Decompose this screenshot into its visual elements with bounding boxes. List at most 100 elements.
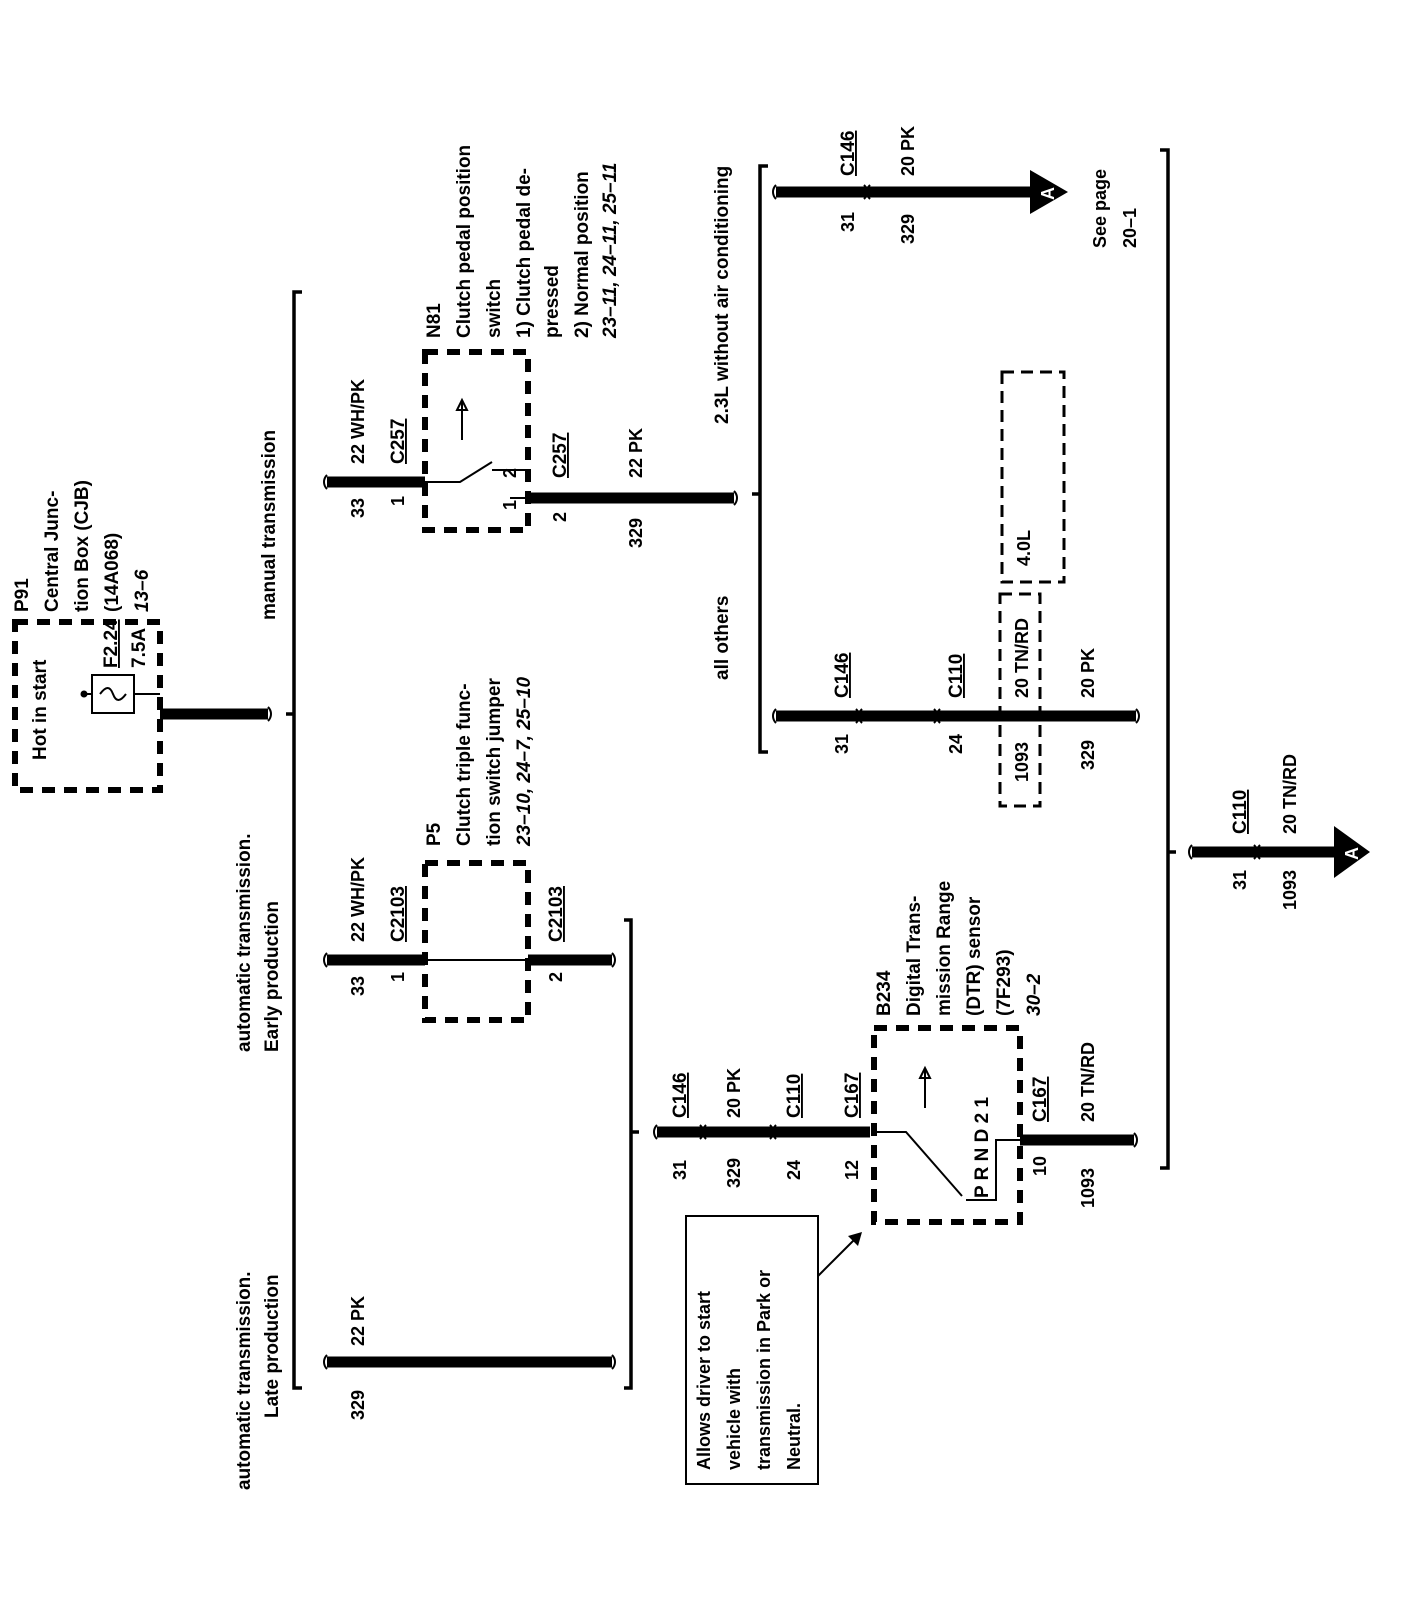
early-pin-out: 2 bbox=[546, 972, 566, 982]
late-gauge: 22 PK bbox=[348, 1296, 368, 1346]
others-tnrd-circuit: 1093 bbox=[1012, 742, 1032, 782]
note-line-1: Allows driver to start bbox=[694, 1291, 714, 1470]
dtr-out-pin: 10 bbox=[1030, 1156, 1050, 1176]
note-line-3: transmission in Park or bbox=[754, 1270, 774, 1470]
no-ac-wire: A 31 C146 329 20 PK See page 20–1 bbox=[772, 126, 1140, 248]
p91-junction-box: Hot in start F2.24 7.5A P91 Central Junc… bbox=[12, 480, 163, 793]
dtr-out-circuit: 1093 bbox=[1078, 1168, 1098, 1208]
dtr-out-gauge: 20 TN/RD bbox=[1078, 1042, 1098, 1122]
branch-late-2: Late production bbox=[262, 1274, 283, 1418]
others-pk-circuit: 329 bbox=[1078, 740, 1098, 770]
dtr-in-gauge: 20 PK bbox=[724, 1068, 744, 1118]
n81-name-4: pressed bbox=[542, 265, 563, 338]
no-ac-gauge: 20 PK bbox=[898, 126, 918, 176]
final-arrow-icon bbox=[1334, 826, 1370, 878]
dtr-out-wire: 10 C167 1093 20 TN/RD bbox=[1020, 1042, 1138, 1208]
others-c110-pin: 24 bbox=[946, 734, 966, 754]
others-pk-gauge: 20 PK bbox=[1078, 648, 1098, 698]
b234-gears: P R N D 2 1 bbox=[972, 1097, 993, 1198]
no-ac-arrow-icon bbox=[1030, 170, 1068, 214]
no-ac-circuit: 329 bbox=[898, 214, 918, 244]
n81-name-6: 23–11, 24–11, 25–11 bbox=[600, 163, 621, 339]
dtr-c110-pin: 24 bbox=[784, 1160, 804, 1180]
p91-name-4: 13–6 bbox=[132, 569, 153, 612]
c257-right: C257 bbox=[550, 433, 571, 478]
p91-name-3: (14A068) bbox=[102, 533, 123, 612]
no-ac-c146-pin: 31 bbox=[838, 212, 858, 232]
others-bracket bbox=[758, 164, 768, 754]
early-gauge: 22 WH/PK bbox=[348, 857, 368, 942]
n81-name-2: switch bbox=[484, 279, 505, 338]
late-circuit: 329 bbox=[348, 1390, 368, 1420]
branch-manual: manual transmission bbox=[259, 430, 280, 620]
p5-id: P5 bbox=[424, 822, 445, 846]
n81-pin-1: 1 bbox=[500, 500, 520, 510]
early-circuit: 33 bbox=[348, 976, 368, 996]
n81-name-3: 1) Clutch pedal de- bbox=[514, 168, 535, 338]
branch-no-ac: 2.3L without air conditioning bbox=[712, 166, 733, 424]
final-c110: C110 bbox=[1230, 790, 1251, 834]
dtr-in-circuit: 329 bbox=[724, 1158, 744, 1188]
arrow-a-top: A bbox=[1038, 187, 1058, 200]
final-wire: A 31 C110 1093 20 TN/RD bbox=[1188, 754, 1370, 910]
n81-id: N81 bbox=[424, 303, 445, 338]
late-wire: 329 22 PK bbox=[323, 1296, 616, 1420]
b234-name-2: mission Range bbox=[934, 881, 955, 1016]
dtr-c146-pin: 31 bbox=[670, 1160, 690, 1180]
manual-pin-in: 1 bbox=[388, 496, 408, 506]
dtr-c167-left: C167 bbox=[842, 1073, 863, 1118]
final-bracket bbox=[1160, 148, 1170, 1170]
see-page-1: See page bbox=[1090, 169, 1110, 248]
n81-switch: 2 1 N81 Clutch pedal position switch 1) … bbox=[422, 145, 621, 533]
p91-name-1: Central Junc- bbox=[42, 491, 63, 612]
others-tnrd-gauge: 20 TN/RD bbox=[1012, 618, 1032, 698]
p91-fuse-label: F2.24 bbox=[101, 619, 122, 668]
early-pin-in: 1 bbox=[388, 972, 408, 982]
b234-name-4: (7F293) bbox=[994, 949, 1015, 1016]
p5-jumper: P5 Clutch triple func- tion switch jumpe… bbox=[422, 677, 535, 1023]
p91-hot-label: Hot in start bbox=[30, 659, 51, 760]
p91-fuse-rating: 7.5A bbox=[129, 628, 150, 668]
arrow-a-bottom: A bbox=[1342, 847, 1362, 860]
p5-name-1: Clutch triple func- bbox=[454, 683, 475, 846]
manual-out-gauge: 22 PK bbox=[626, 428, 646, 478]
others-wire: 31 C146 24 C110 1093 20 TN/RD 329 20 PK … bbox=[772, 370, 1140, 808]
b234-name-3: (DTR) sensor bbox=[964, 896, 985, 1016]
branch-early-2: Early production bbox=[262, 901, 283, 1052]
others-c146: C146 bbox=[832, 653, 853, 698]
n81-name-5: 2) Normal position bbox=[572, 171, 593, 338]
manual-pin-out: 2 bbox=[550, 512, 570, 522]
dtr-in-wire: 31 C146 329 20 PK 24 C110 12 C167 bbox=[653, 1068, 870, 1188]
note-line-4: Neutral. bbox=[784, 1403, 804, 1470]
n81-name-1: Clutch pedal position bbox=[454, 145, 475, 338]
c2103-right: C2103 bbox=[546, 886, 567, 942]
branch-late-1: automatic transmission. bbox=[234, 1271, 255, 1490]
manual-circuit: 33 bbox=[348, 498, 368, 518]
final-circuit: 1093 bbox=[1280, 870, 1300, 910]
final-gauge: 20 TN/RD bbox=[1280, 754, 1300, 834]
engine-40l: 4.0L bbox=[1014, 530, 1034, 566]
c2103-left: C2103 bbox=[388, 886, 409, 942]
manual-gauge: 22 WH/PK bbox=[348, 379, 368, 464]
p5-name-2: tion switch jumper bbox=[484, 678, 505, 846]
p91-id: P91 bbox=[12, 578, 33, 612]
main-bracket bbox=[292, 290, 302, 1390]
p91-name-2: tion Box (CJB) bbox=[72, 480, 93, 612]
branch-early-1: automatic transmission. bbox=[234, 833, 255, 1052]
early-wire: 33 22 WH/PK 1 C2103 2 C2103 bbox=[323, 857, 616, 996]
n81-pin-2: 2 bbox=[500, 468, 520, 478]
p5-name-3: 23–10, 24–7, 25–10 bbox=[514, 677, 535, 847]
b234-id: B234 bbox=[874, 970, 895, 1016]
b234-name-5: 30–2 bbox=[1024, 973, 1045, 1016]
no-ac-c146: C146 bbox=[838, 131, 859, 176]
see-page-2: 20–1 bbox=[1120, 208, 1140, 248]
dtr-c167-pin: 12 bbox=[842, 1160, 862, 1180]
dtr-c110: C110 bbox=[784, 1074, 805, 1118]
others-c110: C110 bbox=[946, 654, 967, 698]
others-c146-pin: 31 bbox=[832, 734, 852, 754]
auto-bracket bbox=[624, 918, 633, 1390]
dtr-c146: C146 bbox=[670, 1073, 691, 1118]
branch-all-others: all others bbox=[712, 596, 733, 680]
final-c110-pin: 31 bbox=[1230, 870, 1250, 890]
